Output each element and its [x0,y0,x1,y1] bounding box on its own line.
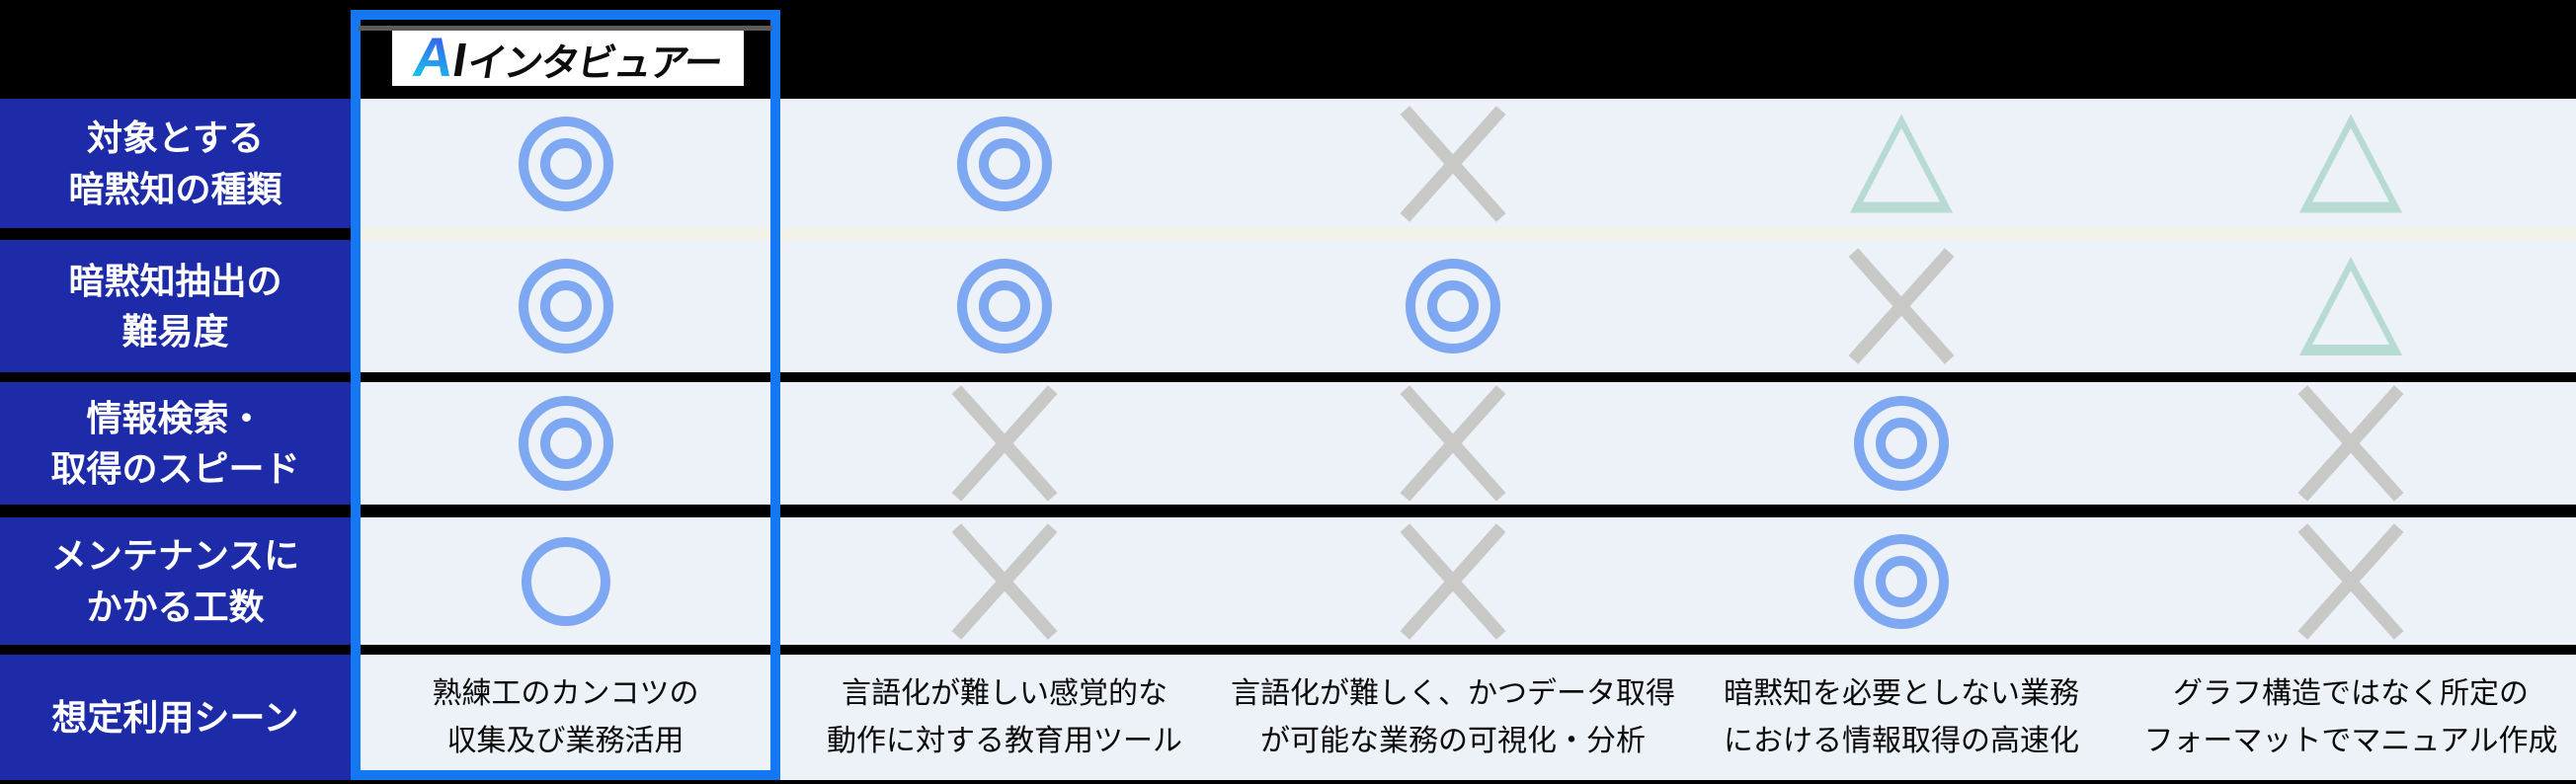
row-header-label: 想定利用シーン [51,696,299,738]
table-cell [2126,382,2576,505]
double-circle-icon [518,116,613,211]
table-row: 想定利用シーン熟練工のカンコツの収集及び業務活用言語化が難しい感覚的な動作に対す… [0,655,2576,780]
table-cell [351,99,780,228]
table-cell [2126,240,2576,372]
row-header: 対象とする暗黙知の種類 [0,99,351,228]
table-cell [1229,99,1677,228]
cross-icon [1852,251,1951,361]
table-body: 対象とする暗黙知の種類暗黙知抽出の難易度情報検索・取得のスピードメンテナンスにか… [0,99,2576,780]
cell-text-line: 動作に対する教育用ツール [827,724,1182,757]
cross-icon [2301,526,2400,637]
table-cell [1229,517,1677,645]
table-cell [1229,240,1677,372]
table-cell [1677,240,2126,372]
cell-text-line: における情報取得の高速化 [1724,724,2079,757]
double-circle-icon [518,259,613,353]
cell-text-line: 言語化が難しく、かつデータ取得 [1231,677,1675,711]
row-header-label: メンテナンスに [50,535,300,577]
row-header: 暗黙知抽出の難易度 [0,240,351,372]
table-cell: 暗黙知を必要としない業務における情報取得の高速化 [1677,655,2126,780]
table-row: メンテナンスにかかる工数 [0,517,2576,645]
ai-interviewer-logo: AIインタビュアー [392,26,744,88]
double-circle-icon [1854,533,1949,629]
table-cell [1229,382,1677,505]
cell-text-line: 暗黙知を必要としない業務 [1724,677,2079,711]
table-cell [780,382,1229,505]
row-header-label: 取得のスピード [50,448,300,489]
logo-kana-text: インタビュアー [464,42,725,85]
table-cell [1677,517,2126,645]
row-header-label: 情報検索・ [86,397,265,438]
double-circle-icon [1854,396,1949,491]
row-separator [0,505,2576,517]
table-cell [780,517,1229,645]
cross-icon [1404,526,1502,637]
cell-text-line: 熟練工のカンコツの [432,677,699,711]
row-header-label: かかる工数 [86,586,265,627]
table-row: 暗黙知抽出の難易度 [0,240,2576,372]
cell-text-line: 収集及び業務活用 [446,724,684,757]
row-separator [0,645,2576,655]
triangle-icon [2299,115,2402,213]
double-circle-icon [957,116,1052,211]
row-header-label: 暗黙知の種類 [68,168,282,209]
row-header: 想定利用シーン [0,655,351,780]
table-header-row: AIインタビュアー [0,0,2576,99]
table-cell [351,517,780,645]
table-cell [2126,99,2576,228]
cell-text-line: が可能な業務の可視化・分析 [1260,724,1646,757]
circle-icon [521,536,610,626]
table-cell [351,382,780,505]
table-row: 対象とする暗黙知の種類 [0,99,2576,228]
row-header-label: 対象とする [87,118,264,159]
triangle-icon [1850,115,1953,213]
table-cell [780,99,1229,228]
row-separator [0,372,2576,382]
cross-icon [1404,109,1502,219]
table-cell: 言語化が難しく、かつデータ取得が可能な業務の可視化・分析 [1229,655,1677,780]
row-header: 情報検索・取得のスピード [0,382,351,505]
table-cell [1677,99,2126,228]
cell-text-line: 言語化が難しい感覚的な [842,677,1167,711]
cross-icon [1404,388,1502,499]
row-header: メンテナンスにかかる工数 [0,517,351,645]
triangle-icon [2299,257,2402,355]
double-circle-icon [957,259,1052,353]
table-cell: 言語化が難しい感覚的な動作に対する教育用ツール [780,655,1229,780]
table-cell [2126,517,2576,645]
double-circle-icon [518,396,613,491]
table-cell: 熟練工のカンコツの収集及び業務活用 [351,655,780,780]
cross-icon [2301,388,2400,499]
double-circle-icon [1406,259,1500,353]
row-header-label: 難易度 [121,311,229,352]
cross-icon [955,526,1054,637]
logo-text: AIインタビュアー [409,26,727,88]
table-cell [351,240,780,372]
table-row: 情報検索・取得のスピード [0,382,2576,505]
cell-text-line: グラフ構造ではなく所定の [2173,677,2529,711]
table-cell [780,240,1229,372]
cell-text-line: フォーマットでマニュアル作成 [2143,724,2558,757]
table-cell: グラフ構造ではなく所定のフォーマットでマニュアル作成 [2126,655,2576,780]
row-separator [0,228,2576,240]
row-header-label: 暗黙知抽出の [68,260,282,301]
cross-icon [955,388,1054,499]
table-cell [1677,382,2126,505]
